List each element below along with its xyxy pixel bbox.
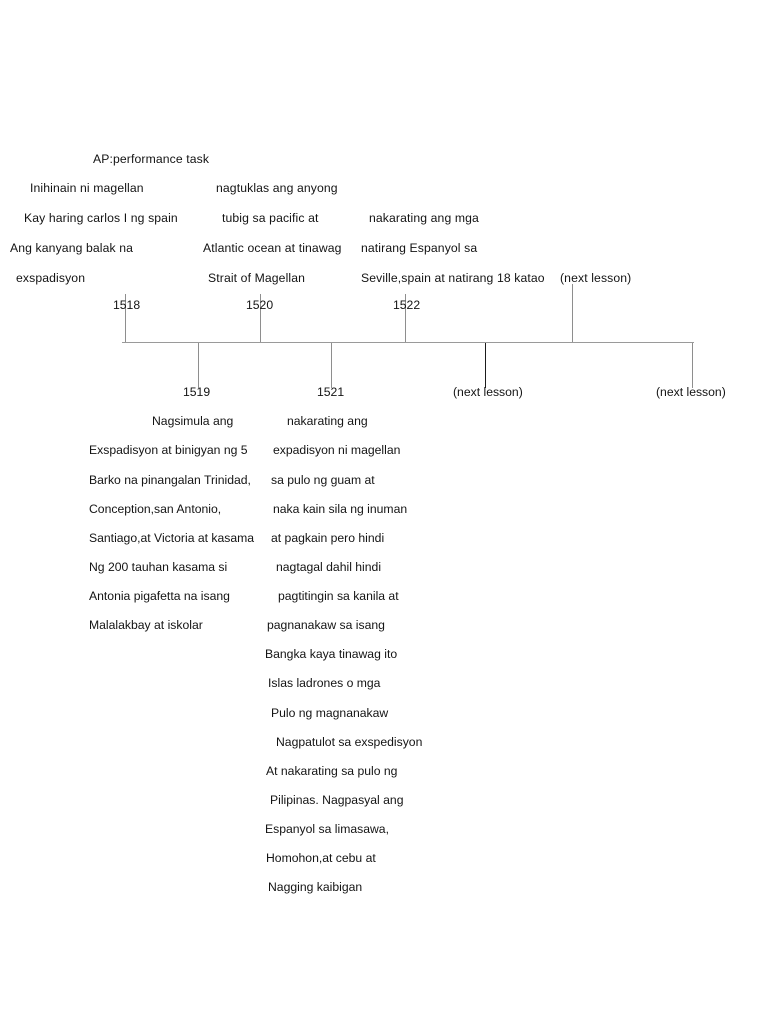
- tick-1518: [125, 294, 126, 342]
- year-label-below: 1519: [183, 385, 211, 399]
- annotation-line: (next lesson): [560, 271, 632, 285]
- annotation-line: Seville,spain at natirang 18 katao: [361, 271, 545, 285]
- description-line: Malalakbay at iskolar: [89, 618, 203, 632]
- description-line: nagtagal dahil hindi: [276, 560, 382, 574]
- annotation-line: natirang Espanyol sa: [361, 241, 478, 255]
- description-line: Nagsimula ang: [152, 414, 234, 428]
- description-line: Conception,san Antonio,: [89, 502, 222, 516]
- description-line: Nagpatulot sa exspedisyon: [276, 735, 423, 749]
- year-label-above: 1520: [246, 298, 274, 312]
- description-line: Espanyol sa limasawa,: [265, 822, 389, 836]
- description-line: Exspadisyon at binigyan ng 5: [89, 443, 248, 457]
- annotation-line: Ang kanyang balak na: [10, 241, 134, 255]
- description-line: Bangka kaya tinawag ito: [265, 647, 398, 661]
- tick-next-b: [572, 284, 573, 342]
- tick-next-c: [692, 343, 693, 388]
- description-line: nakarating ang: [287, 414, 368, 428]
- description-line: Barko na pinangalan Trinidad,: [89, 473, 251, 487]
- description-line: at pagkain pero hindi: [271, 531, 385, 545]
- year-label-above: 1518: [113, 298, 141, 312]
- tick-1522: [405, 294, 406, 342]
- annotation-line: nakarating ang mga: [369, 211, 479, 225]
- page-title: AP:performance task: [93, 152, 210, 166]
- tick-next-a: [485, 343, 487, 388]
- description-line: pagnanakaw sa isang: [267, 618, 385, 632]
- annotation-line: nagtuklas ang anyong: [216, 181, 338, 195]
- description-line: pagtitingin sa kanila at: [278, 589, 399, 603]
- description-line: Pilipinas. Nagpasyal ang: [270, 793, 404, 807]
- tick-1519: [198, 343, 199, 388]
- year-label-below: (next lesson): [453, 385, 523, 399]
- description-line: Santiago,at Victoria at kasama: [89, 531, 255, 545]
- year-label-below: 1521: [317, 385, 345, 399]
- year-label-above: 1522: [393, 298, 421, 312]
- description-line: Islas ladrones o mga: [268, 676, 381, 690]
- annotation-line: Kay haring carlos I ng spain: [24, 211, 178, 225]
- description-line: Ng 200 tauhan kasama si: [89, 560, 228, 574]
- annotation-line: Atlantic ocean at tinawag: [203, 241, 342, 255]
- timeline-axis-line: [122, 342, 694, 343]
- description-line: Homohon,at cebu at: [266, 851, 376, 865]
- description-line: Pulo ng magnanakaw: [271, 706, 389, 720]
- annotation-line: Inihinain ni magellan: [30, 181, 144, 195]
- annotation-line: tubig sa pacific at: [222, 211, 319, 225]
- description-line: sa pulo ng guam at: [271, 473, 375, 487]
- tick-1520: [260, 294, 261, 342]
- tick-1521: [331, 343, 332, 388]
- description-line: naka kain sila ng inuman: [273, 502, 408, 516]
- annotation-line: exspadisyon: [16, 271, 86, 285]
- year-label-below: (next lesson): [656, 385, 726, 399]
- description-line: Antonia pigafetta na isang: [89, 589, 230, 603]
- description-line: At nakarating sa pulo ng: [266, 764, 398, 778]
- description-line: expadisyon ni magellan: [273, 443, 401, 457]
- description-line: Nagging kaibigan: [268, 880, 363, 894]
- annotation-line: Strait of Magellan: [208, 271, 306, 285]
